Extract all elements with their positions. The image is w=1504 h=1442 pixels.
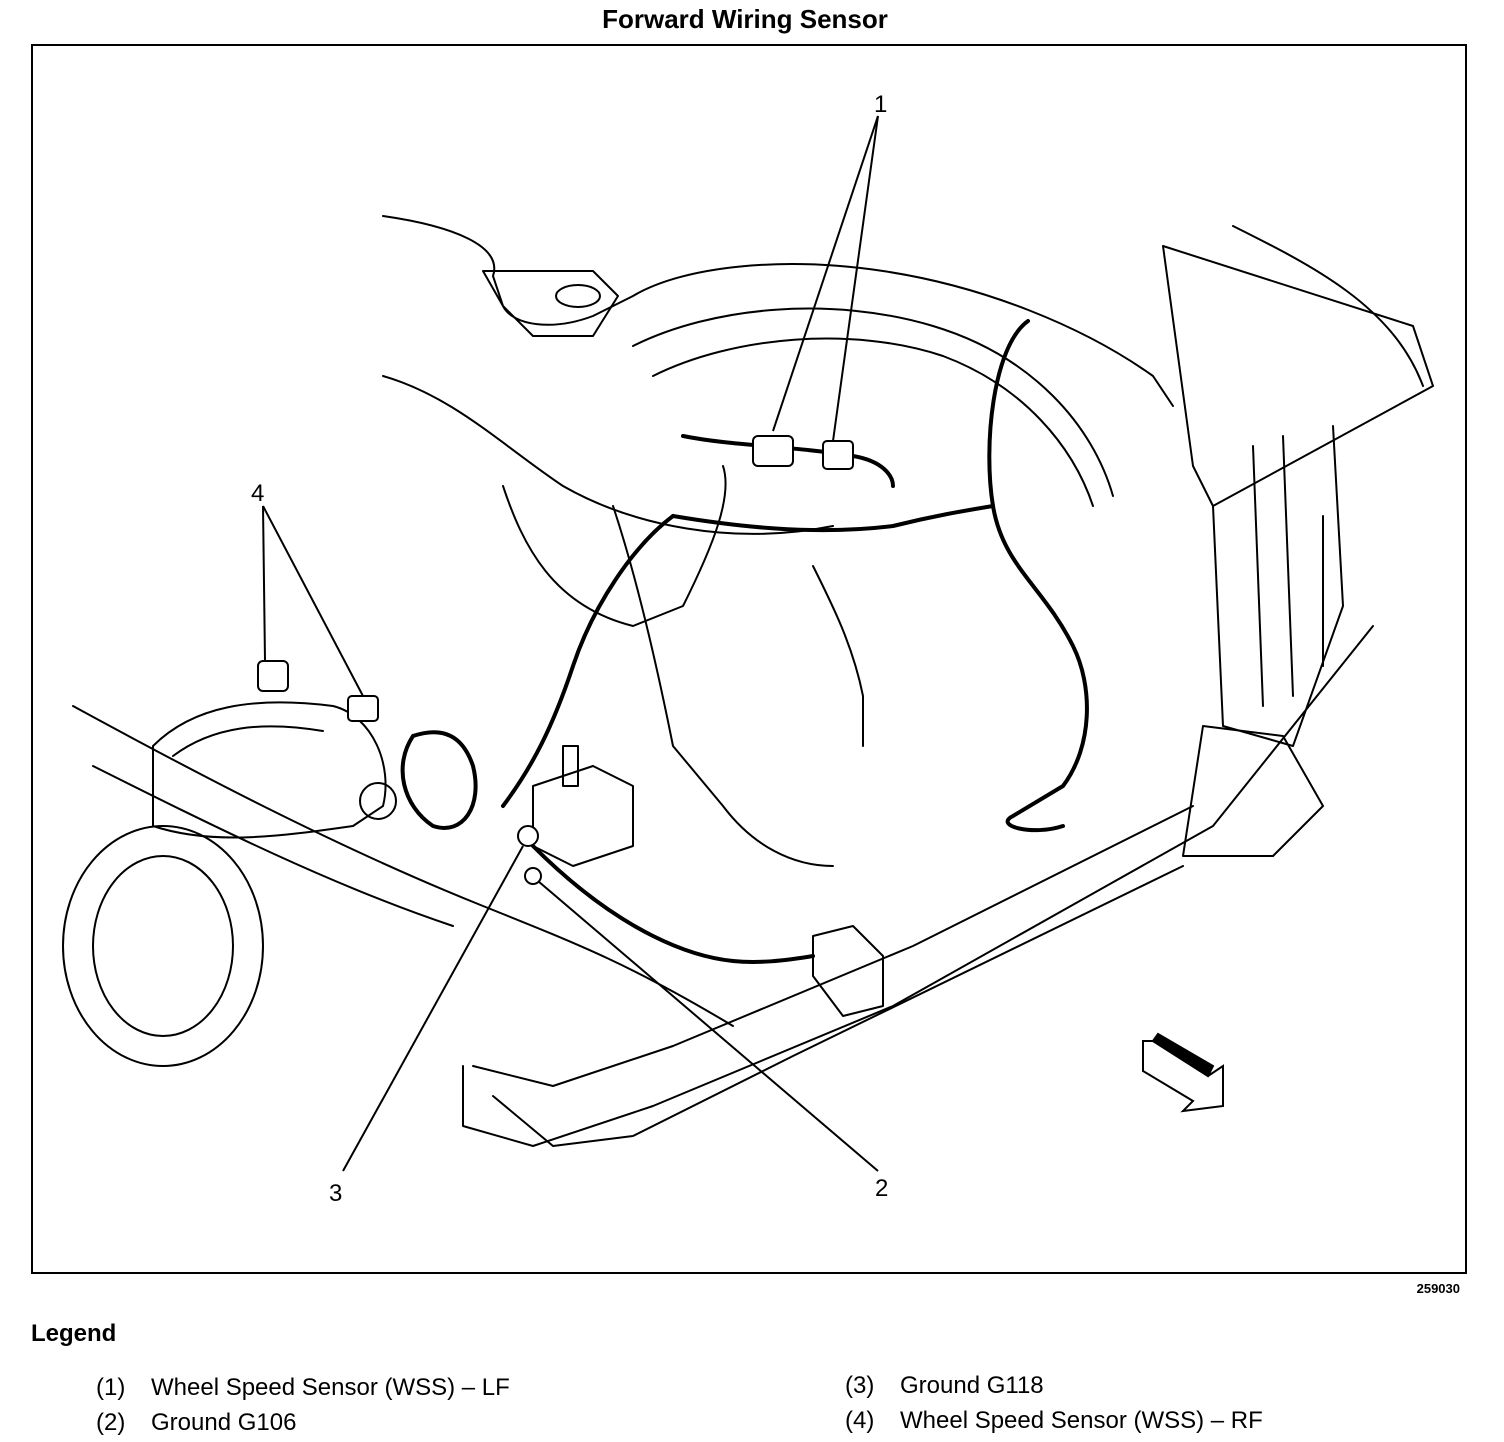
lf-connector: [752, 435, 794, 467]
leader-1a: [772, 115, 879, 432]
crossmember: [462, 625, 1374, 1147]
leader-1b: [832, 115, 879, 442]
frame-rail-left: [812, 565, 864, 747]
legend-num: (1): [96, 1374, 126, 1401]
bumper-bracket: [1182, 725, 1324, 857]
figure-id: 259030: [1416, 1281, 1460, 1296]
callout-4: 4: [251, 480, 264, 507]
leader-3: [342, 845, 524, 1172]
legend-item-2: (2) Ground G106: [96, 1409, 296, 1437]
ground-g106-terminal: [524, 867, 542, 885]
crossmember-lower: [492, 865, 1184, 1147]
diagram-frame: 1 4 3 2: [31, 44, 1467, 1274]
frame-side-2: [92, 765, 454, 927]
fender-arc-2: [652, 337, 1094, 507]
radiator-support: [1162, 245, 1434, 507]
legend-num: (2): [96, 1409, 126, 1436]
rf-connector: [822, 440, 854, 470]
core-support-lines: [1252, 435, 1324, 707]
harness-front: [531, 844, 815, 964]
tire: [62, 825, 264, 1067]
direction-arrow: [1142, 1032, 1224, 1113]
crossmember-bracket: [812, 925, 884, 1017]
legend-label: Wheel Speed Sensor (WSS) – RF: [900, 1407, 1263, 1434]
right-fender: [1232, 225, 1424, 387]
body-outline: [382, 215, 1174, 407]
crossmember-top: [472, 805, 1194, 1087]
frame-rail-center: [612, 505, 834, 867]
strut-tower: [502, 465, 727, 627]
rf-sensor-connector: [257, 660, 289, 692]
legend-item-4: (4) Wheel Speed Sensor (WSS) – RF: [845, 1407, 1263, 1435]
lf-sensor-clip: [347, 695, 379, 722]
leader-2: [537, 880, 879, 1172]
legend-item-3: (3) Ground G118: [845, 1372, 1044, 1400]
legend-label: Ground G106: [151, 1409, 297, 1436]
legend-label: Ground G118: [900, 1372, 1044, 1399]
ground-g118-terminal: [517, 825, 539, 847]
tire-inner: [92, 855, 234, 1037]
lower-arm-inner: [172, 725, 324, 757]
inner-fender-arc: [632, 307, 1114, 497]
ball-joint: [359, 782, 397, 820]
leader-4b: [262, 505, 364, 697]
legend-label: Wheel Speed Sensor (WSS) – LF: [151, 1374, 510, 1401]
callout-3: 3: [329, 1180, 342, 1207]
callout-1: 1: [874, 91, 887, 118]
legend-num: (4): [845, 1407, 875, 1434]
legend-num: (3): [845, 1372, 875, 1399]
inner-fender: [382, 375, 834, 535]
lower-control-arm: [152, 701, 387, 839]
legend-heading: Legend: [31, 1320, 117, 1347]
upper-arm-bracket: [482, 270, 619, 337]
harness-main-right: [987, 319, 1089, 833]
callout-2: 2: [875, 1175, 888, 1202]
ground-block: [532, 765, 634, 867]
diagram-title: Forward Wiring Sensor: [602, 4, 888, 34]
core-support-vertical: [1212, 425, 1344, 747]
frame-side: [72, 705, 734, 1027]
legend-item-1: (1) Wheel Speed Sensor (WSS) – LF: [96, 1374, 510, 1402]
harness-center: [671, 504, 995, 533]
leader-4a: [262, 505, 266, 662]
bolt: [562, 745, 579, 787]
wiring-illustration: 1 4 3 2: [62, 91, 1434, 1207]
mount-hole: [555, 284, 601, 308]
harness-lf-loop: [400, 730, 478, 830]
harness-left-branch: [501, 514, 675, 808]
